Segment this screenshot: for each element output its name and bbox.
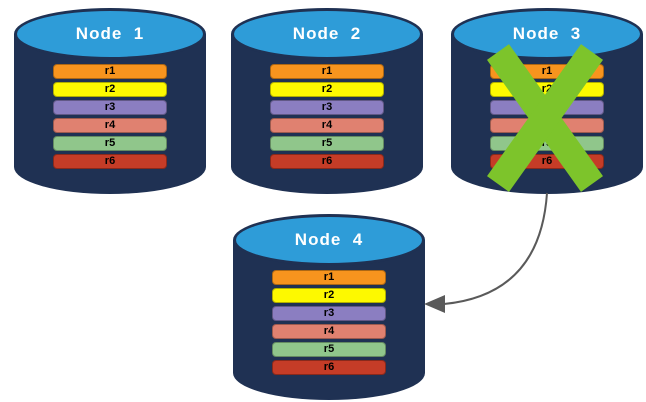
row-r6: r6 — [53, 154, 167, 169]
db-node-1: Node 1 r1 r2 r3 r4 r5 r6 — [14, 8, 206, 194]
row-r3: r3 — [53, 100, 167, 115]
row-r4: r4 — [53, 118, 167, 133]
row-list: r1 r2 r3 r4 r5 r6 — [272, 270, 386, 375]
row-list: r1 r2 r3 r4 r5 r6 — [270, 64, 384, 169]
db-node-2: Node 2 r1 r2 r3 r4 r5 r6 — [231, 8, 423, 194]
row-r2: r2 — [272, 288, 386, 303]
row-r5: r5 — [490, 136, 604, 151]
node-title: Node 4 — [294, 230, 364, 249]
db-node-3-failed: Node 3 r1 r2 r3 r4 r5 r6 — [451, 8, 643, 194]
row-r1: r1 — [490, 64, 604, 79]
row-r2: r2 — [490, 82, 604, 97]
row-r6: r6 — [272, 360, 386, 375]
row-r4: r4 — [272, 324, 386, 339]
row-r1: r1 — [270, 64, 384, 79]
node-title: Node 3 — [512, 24, 582, 43]
row-r3: r3 — [270, 100, 384, 115]
row-r2: r2 — [53, 82, 167, 97]
row-r1: r1 — [272, 270, 386, 285]
row-r5: r5 — [270, 136, 384, 151]
row-r6: r6 — [270, 154, 384, 169]
row-r5: r5 — [53, 136, 167, 151]
arrowhead-icon — [424, 295, 445, 313]
cylinder-top — [14, 8, 206, 60]
db-node-4: Node 4 r1 r2 r3 r4 r5 r6 — [233, 214, 425, 400]
row-r2: r2 — [270, 82, 384, 97]
row-r3: r3 — [272, 306, 386, 321]
cylinder-top — [231, 8, 423, 60]
row-r4: r4 — [490, 118, 604, 133]
row-r3: r3 — [490, 100, 604, 115]
row-r5: r5 — [272, 342, 386, 357]
row-r4: r4 — [270, 118, 384, 133]
cylinder-top — [233, 214, 425, 266]
row-r6: r6 — [490, 154, 604, 169]
node-title: Node 2 — [292, 24, 362, 43]
node-title: Node 1 — [75, 24, 145, 43]
row-list: r1 r2 r3 r4 r5 r6 — [490, 64, 604, 169]
row-list: r1 r2 r3 r4 r5 r6 — [53, 64, 167, 169]
row-r1: r1 — [53, 64, 167, 79]
